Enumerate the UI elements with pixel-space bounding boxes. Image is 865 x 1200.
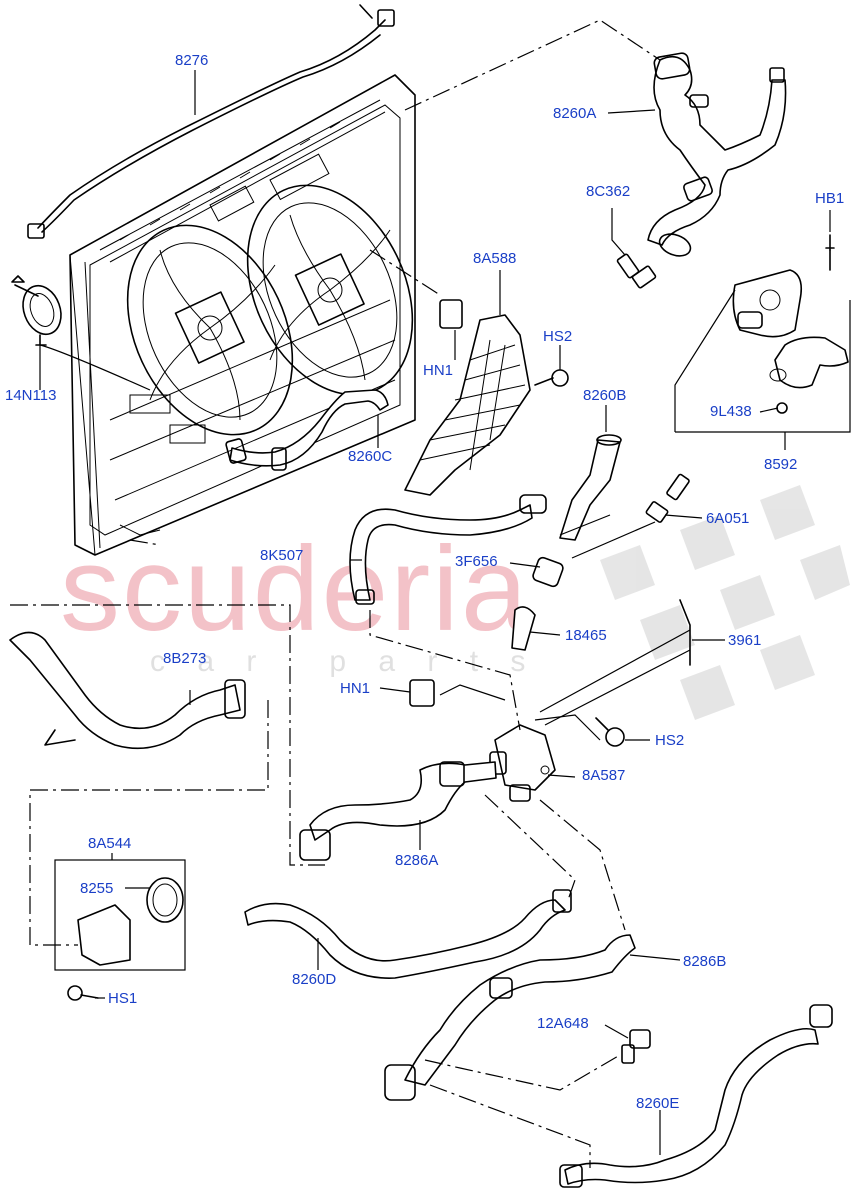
callout-8260E: 8260E xyxy=(636,1095,680,1112)
callout-8276: 8276 xyxy=(175,52,209,69)
callout-3961: 3961 xyxy=(728,632,762,649)
hose-8260E xyxy=(559,1004,833,1188)
callout-8A544: 8A544 xyxy=(88,835,132,852)
sensor-6A051 xyxy=(645,473,690,523)
part-3961 xyxy=(679,599,691,666)
callout-8286A: 8286A xyxy=(395,852,439,869)
callout-6A051: 6A051 xyxy=(706,510,750,527)
callout-8260A: 8260A xyxy=(553,105,597,122)
connection-lines xyxy=(10,19,661,1168)
watermark-subtitle: c a r p a r t s xyxy=(150,645,538,678)
callout-HS2-mid: HS2 xyxy=(655,732,685,749)
callout-18465: 18465 xyxy=(565,627,607,644)
callout-8K507: 8K507 xyxy=(260,547,304,564)
callout-HS1: HS1 xyxy=(108,990,138,1007)
callout-8A587: 8A587 xyxy=(582,767,626,784)
watermark-brand: scuderia xyxy=(60,522,530,656)
clip-HN1-mid xyxy=(409,679,435,707)
hose-8286B xyxy=(384,934,636,1101)
sensor-8C362 xyxy=(616,253,657,289)
callout-12A648: 12A648 xyxy=(537,1015,589,1032)
callout-8592: 8592 xyxy=(764,456,798,473)
hose-8K507 xyxy=(349,494,547,605)
callout-8260B: 8260B xyxy=(583,387,627,404)
box-8A544 xyxy=(54,859,186,971)
hose-8260D xyxy=(244,889,572,979)
sensor-12A648 xyxy=(621,1029,651,1064)
callout-HS2-top: HS2 xyxy=(543,328,573,345)
bolt-HS2-top xyxy=(534,369,569,387)
hose-8B273 xyxy=(9,631,246,750)
bolt-HS1 xyxy=(67,985,99,1001)
callout-8C362: 8C362 xyxy=(586,183,631,200)
hose-18465 xyxy=(511,606,536,651)
clip-HN1-top xyxy=(439,299,463,329)
callout-8A588: 8A588 xyxy=(473,250,517,267)
callout-8286B: 8286B xyxy=(683,953,727,970)
callout-14N113: 14N113 xyxy=(5,387,57,404)
callout-8255: 8255 xyxy=(80,880,114,897)
watermark-flag xyxy=(600,485,850,720)
callout-8260C: 8260C xyxy=(348,448,393,465)
connector-3F656 xyxy=(532,556,564,588)
callout-HN1-top: HN1 xyxy=(423,362,454,379)
bolt-HS2-mid xyxy=(595,717,625,747)
callout-8B273: 8B273 xyxy=(163,650,207,667)
leader-lines xyxy=(39,70,831,1155)
bracket-8A588 xyxy=(404,314,531,496)
radiator-assembly xyxy=(69,74,416,556)
hose-8260B xyxy=(559,434,622,541)
callout-8260D: 8260D xyxy=(292,971,337,988)
harness-8276 xyxy=(27,4,395,239)
callout-HN1-mid: HN1 xyxy=(340,680,371,697)
callout-3F656: 3F656 xyxy=(455,553,498,570)
outlet-8A587 xyxy=(489,724,556,802)
hose-8286A xyxy=(299,761,497,861)
housing-8592 xyxy=(674,234,851,433)
clip-14N113 xyxy=(11,275,62,346)
callout-9L438: 9L438 xyxy=(710,403,752,420)
callout-HB1: HB1 xyxy=(815,190,845,207)
hose-8260A xyxy=(647,52,787,257)
